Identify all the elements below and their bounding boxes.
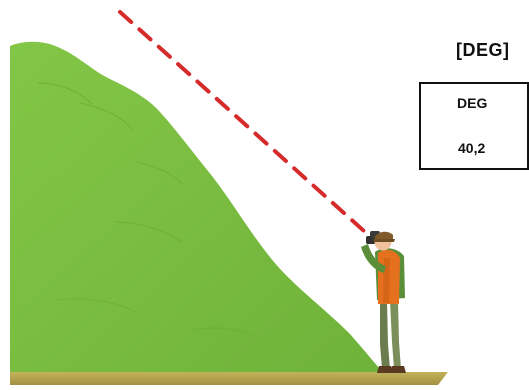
hill-icon [10,42,384,374]
ground-strip [10,372,448,385]
person-icon [361,231,406,373]
reading-box: DEG 40,2 [419,82,529,170]
unit-label: [DEG] [456,40,510,61]
reading-unit: DEG [457,95,487,111]
reading-value: 40,2 [458,140,485,156]
